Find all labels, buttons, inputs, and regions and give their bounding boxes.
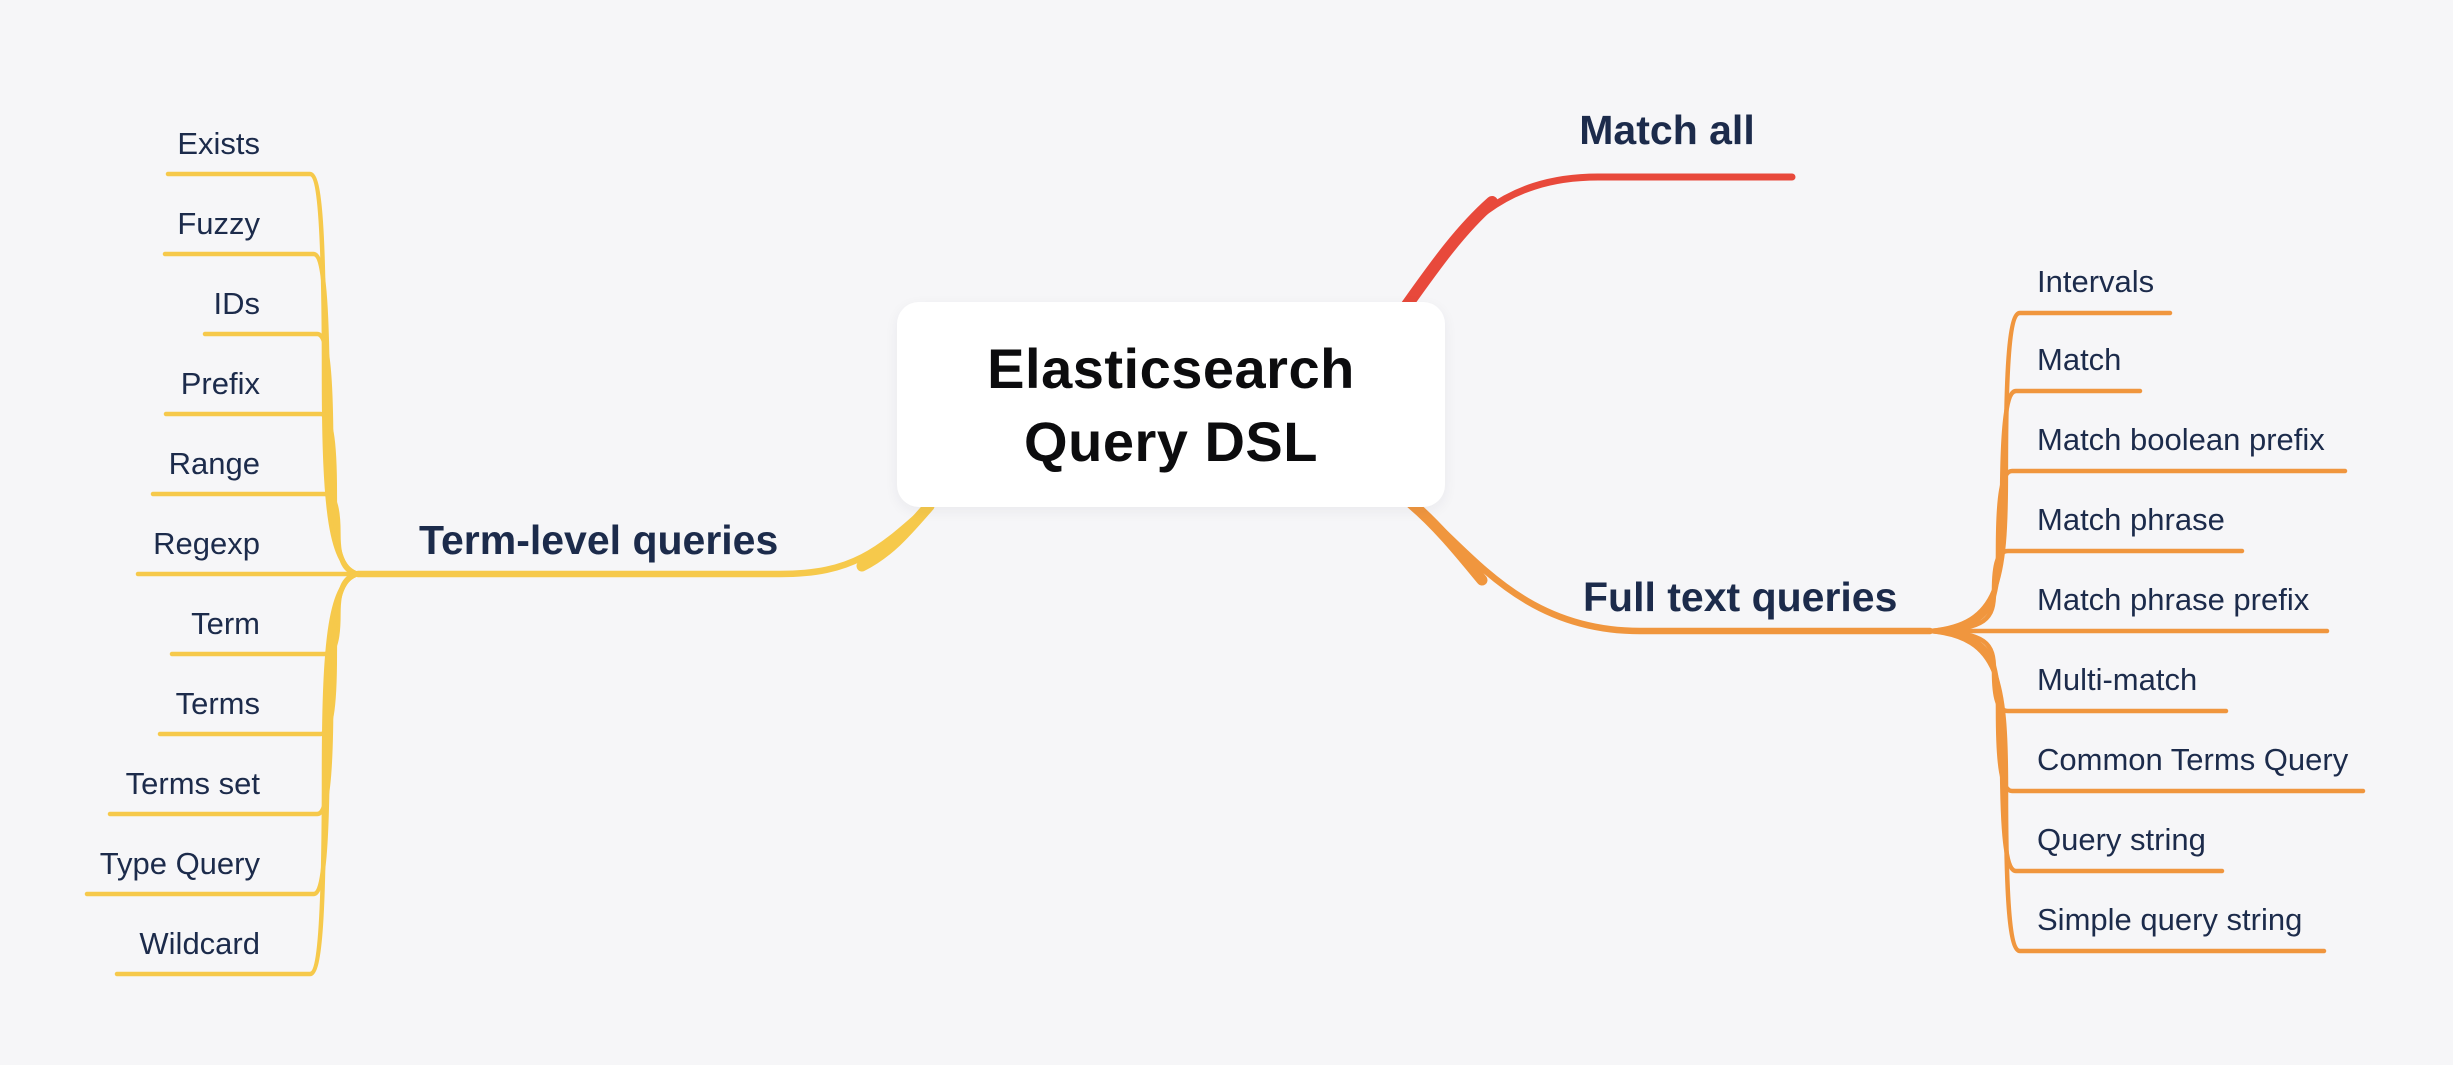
root-title-line-2: Query DSL: [1024, 409, 1318, 473]
root-node[interactable]: Elasticsearch Query DSL: [897, 302, 1445, 507]
node-fuzzy[interactable]: Fuzzy: [177, 206, 260, 241]
node-match-phrase[interactable]: Match phrase: [2037, 502, 2225, 537]
node-terms[interactable]: Terms: [175, 686, 260, 721]
branch-line-full-text-queries-taper: [1406, 498, 1488, 586]
branch-label-match-all[interactable]: Match all: [1579, 107, 1755, 153]
node-match-phrase-prefix[interactable]: Match phrase prefix: [2037, 582, 2310, 617]
node-multi-match[interactable]: Multi-match: [2037, 662, 2198, 697]
node-terms-set[interactable]: Terms set: [125, 766, 260, 801]
branch-line-term-level-queries-taper: [856, 500, 935, 572]
branch-label-full-text-queries[interactable]: Full text queries: [1583, 574, 1898, 620]
node-regexp[interactable]: Regexp: [153, 526, 260, 561]
node-match[interactable]: Match: [2037, 342, 2122, 377]
root-title-line-1: Elasticsearch: [987, 336, 1355, 400]
node-type-query[interactable]: Type Query: [99, 846, 260, 881]
branch-line-match-all: [1396, 173, 1796, 314]
node-exists[interactable]: Exists: [177, 126, 260, 161]
node-intervals[interactable]: Intervals: [2037, 264, 2155, 299]
node-prefix[interactable]: Prefix: [180, 366, 260, 401]
node-match-boolean-prefix[interactable]: Match boolean prefix: [2037, 422, 2325, 457]
node-term[interactable]: Term: [191, 606, 260, 641]
node-common-terms-query[interactable]: Common Terms Query: [2037, 742, 2349, 777]
branch-label-term-level-queries[interactable]: Term-level queries: [419, 517, 779, 563]
node-wildcard[interactable]: Wildcard: [139, 926, 260, 961]
node-simple-query-string[interactable]: Simple query string: [2037, 902, 2303, 937]
node-query-string[interactable]: Query string: [2037, 822, 2206, 857]
node-ids[interactable]: IDs: [213, 286, 261, 321]
branch-line-match-all-taper: [1396, 196, 1498, 318]
node-range[interactable]: Range: [168, 446, 260, 481]
